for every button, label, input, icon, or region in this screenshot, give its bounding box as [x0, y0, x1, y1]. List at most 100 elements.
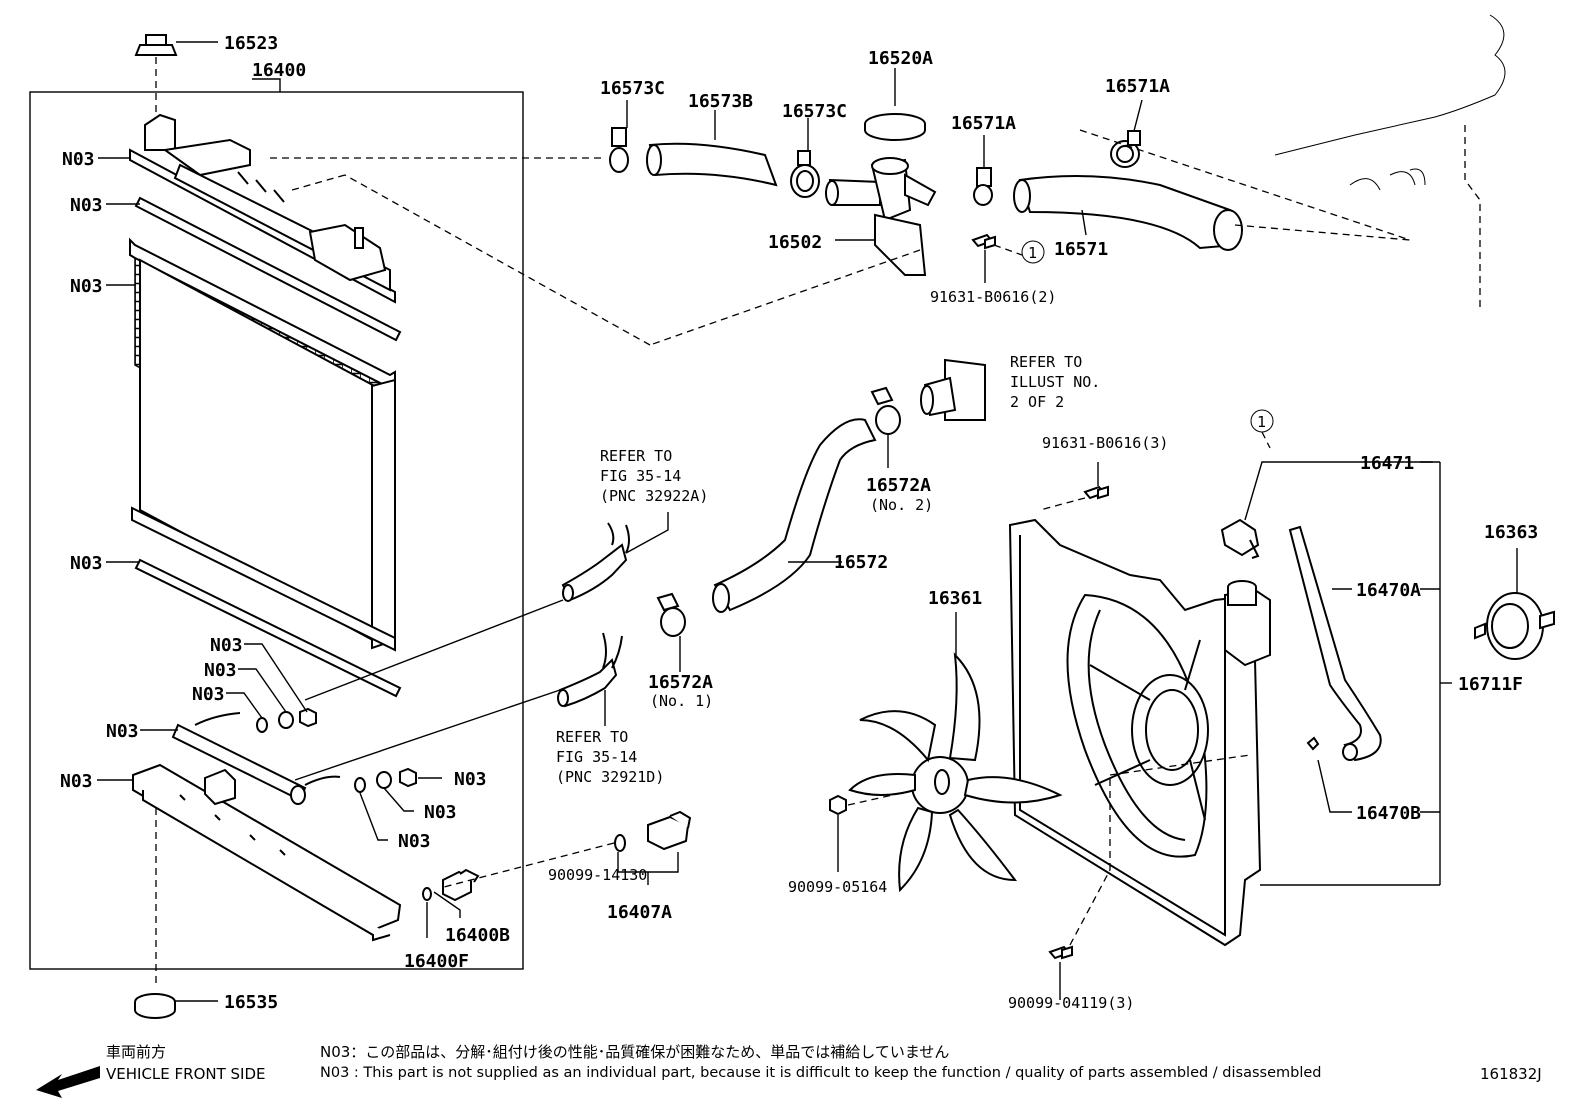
- o-ring-16400F: [422, 887, 432, 901]
- label-n03: N03: [70, 195, 103, 216]
- reservoir-hose-16470A[interactable]: [1288, 525, 1382, 762]
- hose-clamp-16572A-no2[interactable]: [870, 386, 901, 435]
- label-16400B: 16400B: [445, 925, 510, 946]
- label-n03: N03: [454, 769, 487, 790]
- radiator-group-frame: [29, 91, 524, 970]
- label-n03: N03: [192, 684, 225, 705]
- atf-hose-upper[interactable]: [561, 522, 630, 602]
- label-16572A-no1-note: (No. 1): [650, 692, 713, 710]
- refer-fig-upper-line2: FIG 35-14: [600, 467, 681, 485]
- hose-clamp-16571A-b[interactable]: [1110, 130, 1141, 168]
- circle-1-a-text: 1: [1028, 244, 1037, 262]
- refer-illust-line1: REFER TO: [1010, 353, 1082, 371]
- label-n03: N03: [70, 553, 103, 574]
- right-bracket: [1260, 461, 1452, 886]
- engine-outline: [1274, 14, 1506, 310]
- label-16407A: 16407A: [607, 902, 672, 923]
- diagram-code: 161832J: [1480, 1065, 1542, 1083]
- label-16363: 16363: [1484, 522, 1538, 543]
- temp-sensor-16407A-assembly[interactable]: [614, 810, 692, 852]
- refer-fig-lower-line1: REFER TO: [556, 728, 628, 746]
- atf-hose-lower[interactable]: [557, 632, 623, 708]
- label-16711F: 16711F: [1458, 674, 1523, 695]
- label-16470A: 16470A: [1356, 580, 1421, 601]
- label-n03: N03: [398, 831, 431, 852]
- label-16572A-no1: 16572A: [648, 672, 713, 693]
- label-90099-05164: 90099-05164: [788, 878, 887, 896]
- label-16400F: 16400F: [404, 951, 469, 972]
- label-90099-04119-3: 90099-04119(3): [1008, 994, 1134, 1012]
- label-16572A-no2-note: (No. 2): [870, 496, 933, 514]
- radiator-upper-tank[interactable]: [129, 113, 396, 304]
- refer-fig-upper-line1: REFER TO: [600, 447, 672, 465]
- label-16361: 16361: [928, 588, 982, 609]
- radiator-hose-16572[interactable]: [712, 418, 877, 613]
- fan-shroud-16711F[interactable]: [1008, 518, 1272, 947]
- fan-16361[interactable]: [848, 652, 1063, 893]
- drain-plug-16535[interactable]: [134, 993, 176, 1019]
- label-16571A-b: 16571A: [951, 113, 1016, 134]
- refer-notes: REFER TO ILLUST NO. 2 OF 2 REFER TO FIG …: [556, 353, 1100, 786]
- n03-leaders: [97, 157, 442, 841]
- radiator-cap-16523[interactable]: [134, 34, 178, 115]
- water-outlet-16502[interactable]: [825, 157, 937, 276]
- label-16470B: 16470B: [1356, 803, 1421, 824]
- n03-labels: N03 N03 N03 N03 N03 N03 N03 N03 N03 N03 …: [60, 149, 487, 852]
- radiator-hose-16571[interactable]: [1013, 175, 1243, 251]
- oil-cooler-pipe[interactable]: [171, 712, 341, 805]
- refer-fig-upper-line3: (PNC 32922A): [600, 487, 708, 505]
- direction-label-en: VEHICLE FRONT SIDE: [106, 1065, 266, 1083]
- hose-clamp-16573C-a[interactable]: [609, 127, 629, 173]
- bolt-91631-B0616-2[interactable]: [971, 233, 996, 250]
- label-16573C-b: 16573C: [782, 101, 847, 122]
- radiator-lower-tank[interactable]: [132, 763, 402, 985]
- refer-fig-lower-line2: FIG 35-14: [556, 748, 637, 766]
- direction-label-jp: 車両前方: [106, 1043, 167, 1061]
- water-inlet-housing[interactable]: [920, 358, 986, 421]
- bolt-91631-B0616-3[interactable]: [1083, 485, 1109, 500]
- label-n03: N03: [210, 635, 243, 656]
- label-16535: 16535: [224, 992, 278, 1013]
- label-n03: N03: [106, 721, 139, 742]
- label-16573B: 16573B: [688, 91, 753, 112]
- label-16400: 16400: [252, 60, 306, 81]
- label-16572: 16572: [834, 552, 888, 573]
- label-91631-B0616-2: 91631-B0616(2): [930, 288, 1056, 306]
- part-labels: 16523 16400 16535 16573C 16573B 16573C 1…: [224, 33, 1538, 1013]
- clamp-16470B[interactable]: [1306, 736, 1320, 751]
- bolt-90099-04119-3[interactable]: [1048, 945, 1073, 960]
- hose-clamp-16571A-a[interactable]: [973, 167, 993, 206]
- refer-illust-line3: 2 OF 2: [1010, 393, 1064, 411]
- hose-clamp-16573C-b[interactable]: [790, 150, 820, 198]
- label-16571A-a: 16571A: [1105, 76, 1170, 97]
- drain-cock-16400B[interactable]: [442, 868, 480, 902]
- refer-illust-line2: ILLUST NO.: [1010, 373, 1100, 391]
- label-91631-B0616-3: 91631-B0616(3): [1042, 434, 1168, 452]
- label-16573C-a: 16573C: [600, 78, 665, 99]
- label-n03: N03: [70, 276, 103, 297]
- label-n03: N03: [424, 802, 457, 823]
- refer-fig-lower-line3: (PNC 32921D): [556, 768, 664, 786]
- label-n03: N03: [204, 660, 237, 681]
- reference-circle-1-a: [1021, 240, 1045, 264]
- hose-clamp-16572A-no1[interactable]: [656, 592, 686, 637]
- label-16523: 16523: [224, 33, 278, 54]
- footer-note-en: N03 : This part is not supplied as an in…: [320, 1065, 1322, 1081]
- label-n03: N03: [60, 771, 93, 792]
- label-16571: 16571: [1054, 239, 1108, 260]
- label-n03: N03: [62, 149, 95, 170]
- label-16502: 16502: [768, 232, 822, 253]
- radiator-hose-16573B[interactable]: [646, 142, 778, 187]
- reservoir-cap-16471[interactable]: [1220, 518, 1260, 559]
- nut-90099-05164[interactable]: [829, 794, 847, 816]
- radiator-cap-16520A[interactable]: [864, 113, 926, 141]
- radiator-core[interactable]: [129, 237, 396, 652]
- circle-1-b-text: 1: [1257, 413, 1266, 431]
- lower-gasket: [134, 558, 402, 698]
- label-16520A: 16520A: [868, 48, 933, 69]
- label-90099-14130: 90099-14130: [548, 866, 647, 884]
- label-16471: 16471: [1360, 453, 1414, 474]
- vehicle-front-arrow-icon: [36, 1066, 100, 1098]
- fan-motor-16363[interactable]: [1474, 592, 1555, 660]
